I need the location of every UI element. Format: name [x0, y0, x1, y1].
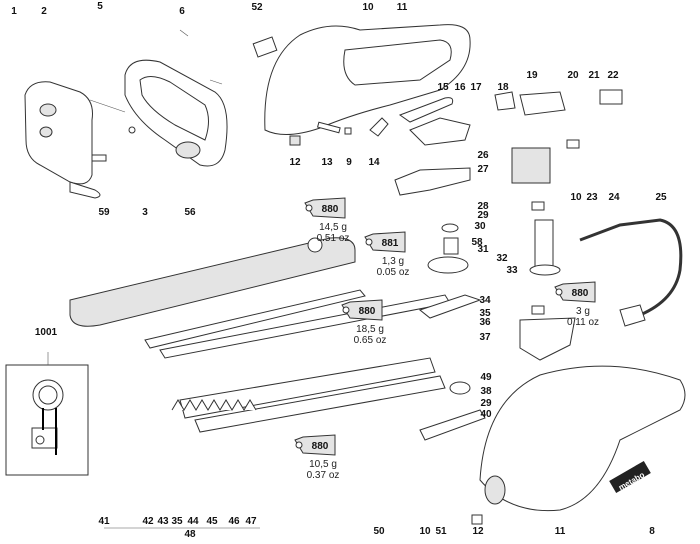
part-number-label: 44 — [187, 516, 199, 527]
lubricant-tube: 880 18,5 g0.65 oz — [341, 299, 387, 346]
part-number-label: 29 — [480, 398, 492, 409]
part-number-label: 2 — [41, 6, 47, 17]
part-number-label: 1 — [11, 6, 17, 17]
part-number-label: 28 — [477, 201, 489, 212]
lubricant-weight-oz: 0.11 oz — [567, 317, 599, 328]
part-number-label: 38 — [480, 386, 492, 397]
part-number-label: 3 — [142, 207, 148, 218]
lubricant-tube: 880 10,5 g0.37 oz — [294, 434, 340, 481]
lubricant-tube: 881 1,3 g0.05 oz — [364, 231, 410, 278]
part-number-label: 12 — [472, 526, 484, 537]
lubricant-weight-g: 1,3 g — [382, 256, 404, 267]
lubricant-weight-g: 18,5 g — [356, 324, 384, 335]
part-number-label: 16 — [454, 82, 466, 93]
lubricant-code: 881 — [382, 238, 399, 249]
part-number-label: 42 — [142, 516, 154, 527]
part-number-label: 34 — [479, 295, 491, 306]
lubricant-weight-g: 14,5 g — [319, 222, 347, 233]
lubricant-weight-oz: 0.51 oz — [317, 233, 350, 244]
part-number-label: 36 — [479, 317, 491, 328]
front-handle-part — [124, 59, 228, 167]
lubricant-weight-oz: 0.05 oz — [377, 267, 410, 278]
part-number-label: 5 — [97, 1, 103, 12]
part-number-label: 47 — [245, 516, 257, 527]
part-number-label: 21 — [588, 70, 600, 81]
lubricant-weight-g: 10,5 g — [309, 459, 337, 470]
part-number-label: 46 — [228, 516, 240, 527]
part-number-label: 27 — [477, 164, 489, 175]
part-number-label: 14 — [368, 157, 380, 168]
part-number-label: 48 — [184, 529, 196, 540]
part-number-label: 35 — [171, 516, 183, 527]
part-number-label: 8 — [649, 526, 655, 537]
switch-parts — [289, 89, 623, 196]
part-number-label: 15 — [437, 82, 449, 93]
motor-housing-part: metabo — [479, 365, 686, 512]
part-number-label: 9 — [346, 157, 352, 168]
lubricant-weight-g: 3 g — [576, 306, 590, 317]
part-number-label: 33 — [506, 265, 518, 276]
part-number-label: 49 — [480, 372, 492, 383]
lubricant-code: 880 — [359, 306, 376, 317]
part-number-label: 52 — [251, 2, 263, 13]
part-number-label: 45 — [206, 516, 218, 527]
lubricant-code: 880 — [322, 204, 339, 215]
part-number-label: 29 — [477, 210, 489, 221]
part-number-label: 12 — [289, 157, 301, 168]
part-number-label: 59 — [98, 207, 110, 218]
part-number-label: 11 — [555, 526, 566, 537]
part-number-label: 25 — [655, 192, 667, 203]
lubricant-tube: 880 14,5 g0.51 oz — [304, 197, 350, 244]
part-number-label: 37 — [479, 332, 491, 343]
part-number-label: 40 — [480, 409, 492, 420]
gear-armature-parts — [418, 201, 576, 525]
motor-housing-half-part — [252, 24, 471, 135]
part-number-label: 6 — [179, 6, 185, 17]
lubricant-tube: 880 3 g0.11 oz — [554, 281, 599, 328]
lubricant-code: 880 — [312, 441, 329, 452]
part-number-label: 30 — [474, 221, 486, 232]
lubricant-weight-oz: 0.65 oz — [354, 335, 387, 346]
part-number-label: 56 — [184, 207, 196, 218]
power-cable-part — [579, 218, 683, 327]
part-number-label: 18 — [497, 82, 509, 93]
brand-logo-badge — [609, 460, 651, 494]
part-number-label: 20 — [567, 70, 579, 81]
part-number-label: 50 — [373, 526, 385, 537]
part-number-label: 10 — [419, 526, 431, 537]
part-number-label: 51 — [435, 526, 447, 537]
part-number-label: 41 — [98, 516, 110, 527]
lubricant-weight-oz: 0.37 oz — [307, 470, 340, 481]
part-number-label: 32 — [496, 253, 508, 264]
part-number-label: 11 — [397, 2, 408, 13]
part-number-label: 10 — [570, 192, 582, 203]
part-number-label: 43 — [157, 516, 169, 527]
part-number-label: 35 — [479, 308, 491, 319]
part-number-label: 58 — [471, 237, 483, 248]
part-number-label: 24 — [608, 192, 620, 203]
wiring-diagram-box — [5, 352, 89, 476]
part-number-label: 10 — [362, 2, 374, 13]
part-number-label: 22 — [607, 70, 619, 81]
part-number-label: 23 — [586, 192, 598, 203]
part-number-label: 19 — [526, 70, 538, 81]
part-number-label: 17 — [470, 82, 482, 93]
handle-cover-part — [24, 81, 101, 199]
lubricant-code: 880 — [572, 288, 589, 299]
part-number-label: 1001 — [35, 327, 58, 338]
part-number-label: 13 — [321, 157, 333, 168]
cutter-blades-part — [171, 357, 446, 433]
part-number-label: 26 — [477, 150, 489, 161]
screws — [89, 29, 223, 162]
part-number-label: 31 — [477, 244, 489, 255]
